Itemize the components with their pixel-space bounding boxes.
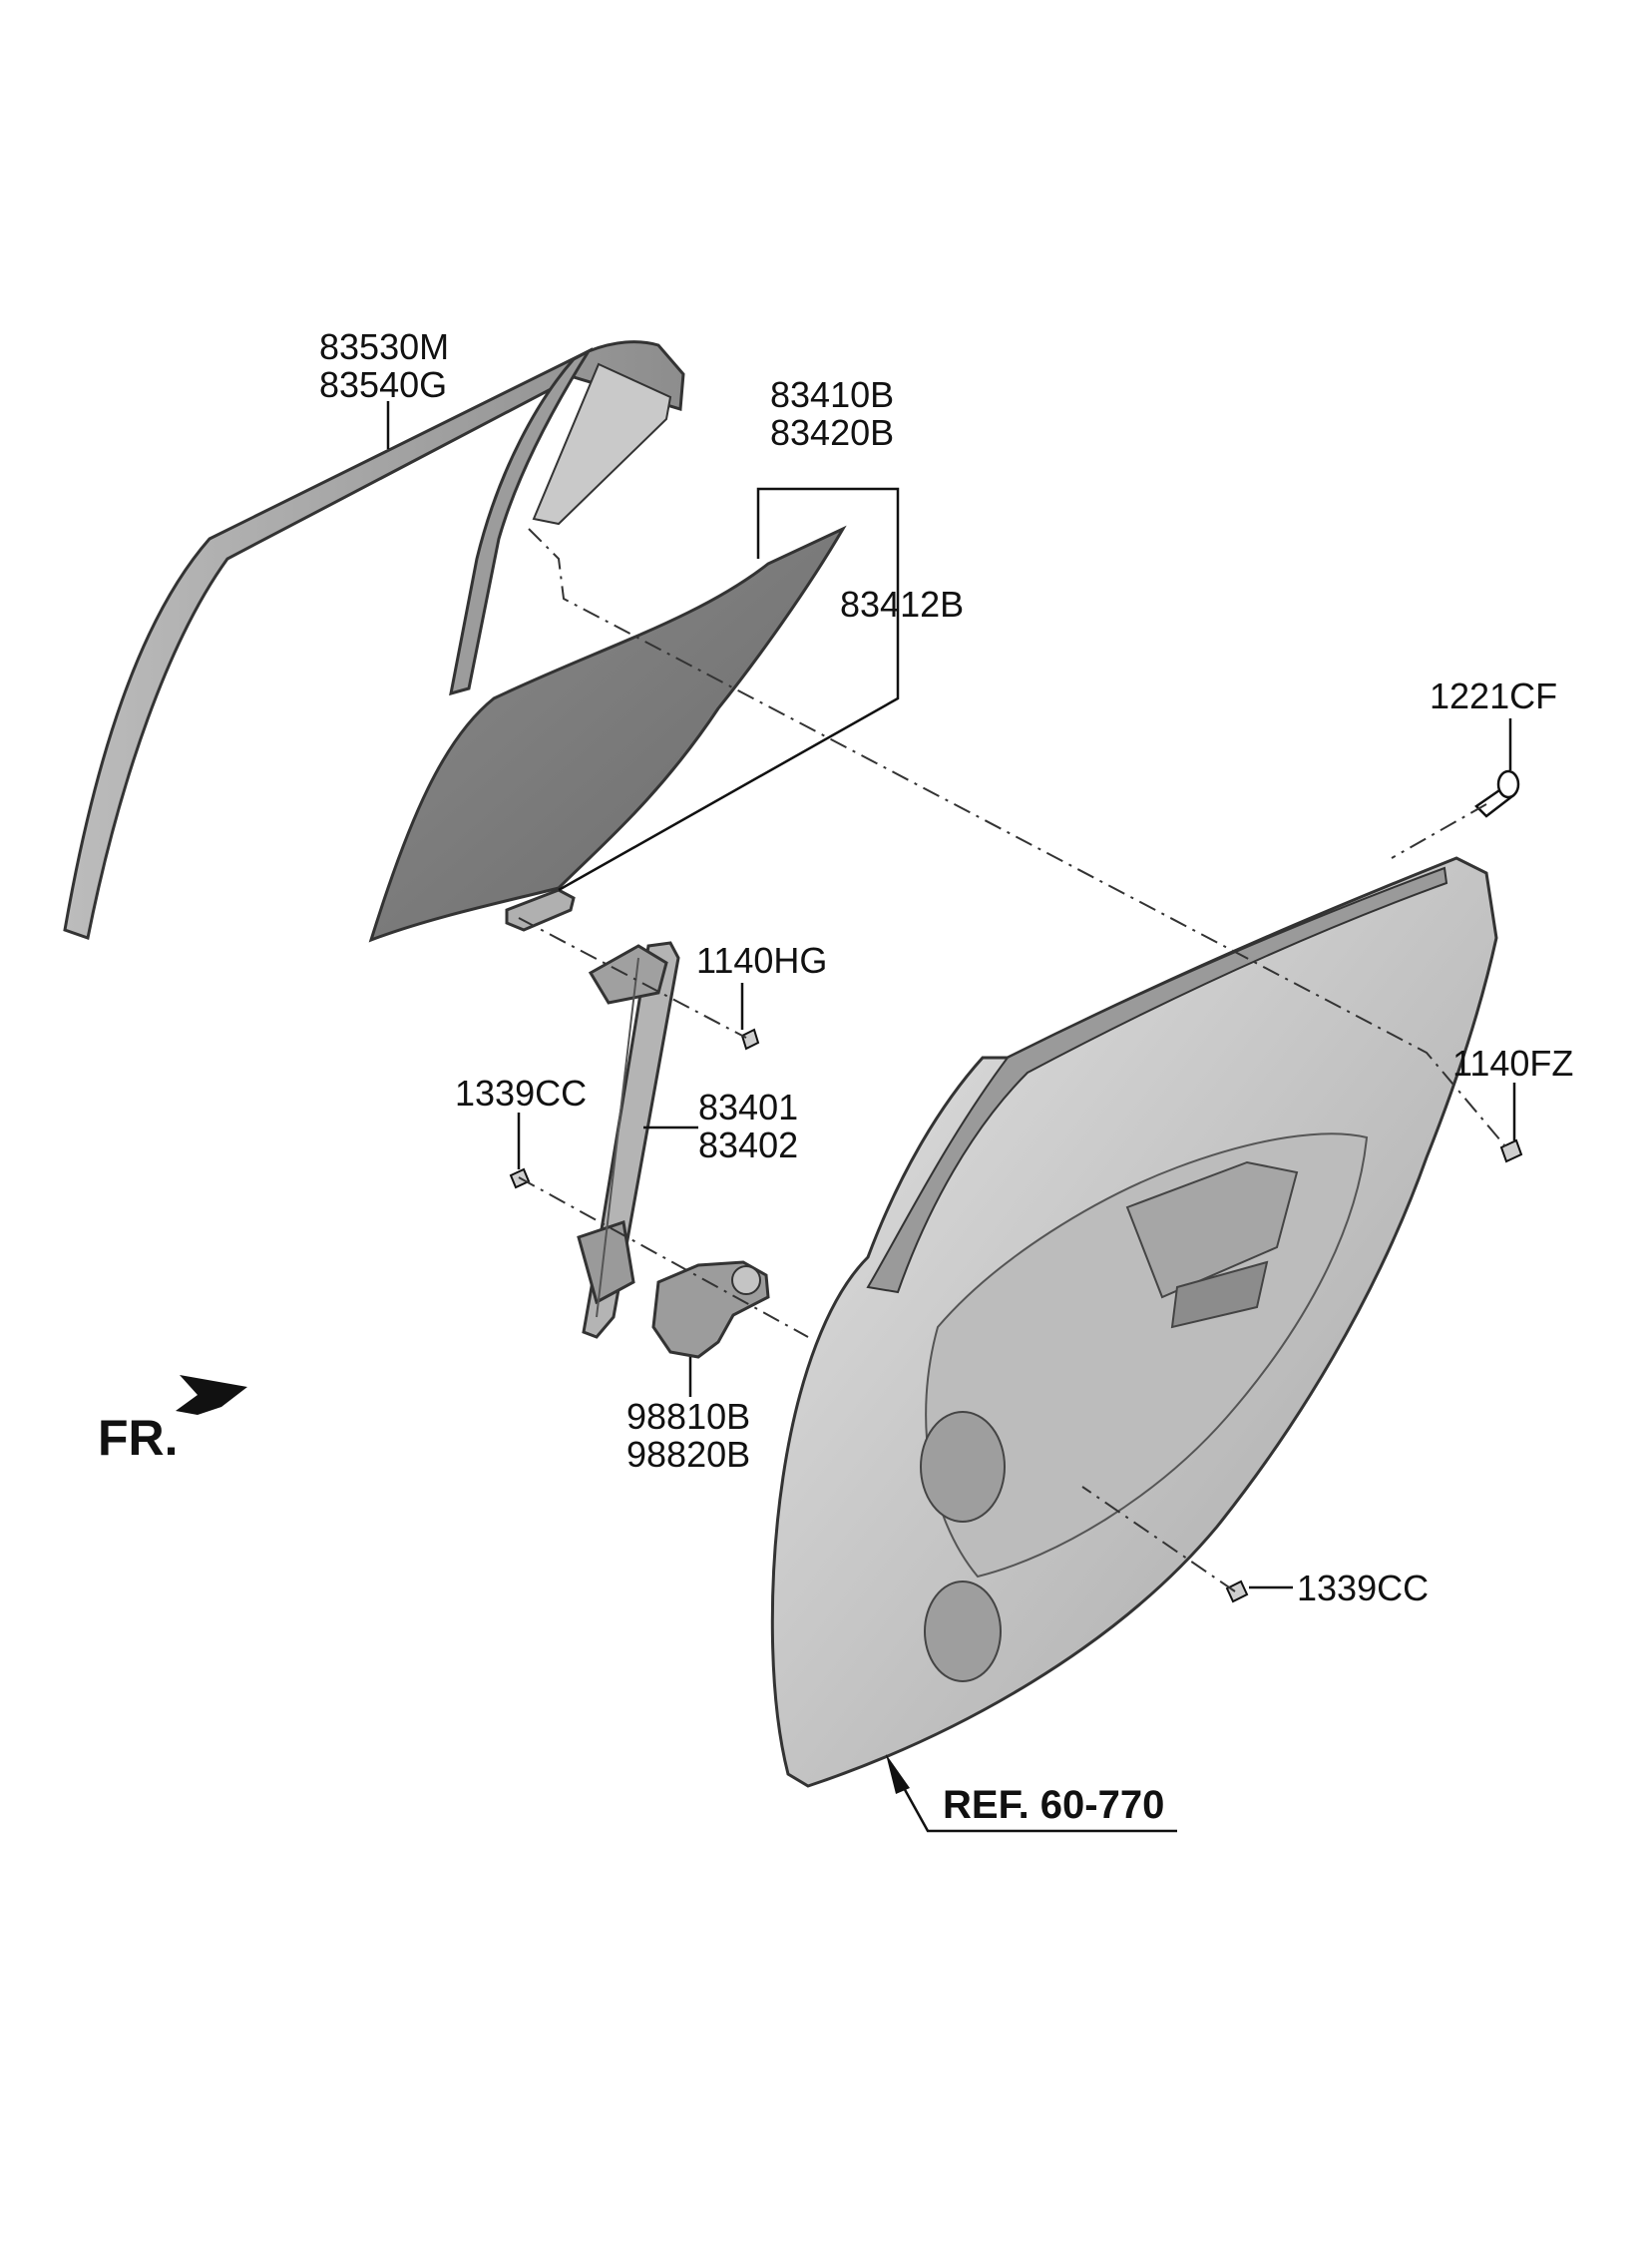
label-1140hg: 1140HG — [696, 940, 827, 981]
door-panel — [770, 856, 1498, 1788]
label-83420b: 83420B — [770, 412, 894, 453]
label-98820b: 98820B — [626, 1434, 750, 1475]
reference-arrow-icon — [886, 1754, 910, 1794]
assembly-lines — [518, 528, 1507, 1592]
bolt-1140hg — [740, 1028, 760, 1051]
glass-run-channel — [63, 340, 685, 940]
label-98810b: 98810B — [626, 1396, 750, 1437]
door-glass — [368, 525, 847, 943]
label-front: FR. — [98, 1410, 179, 1466]
label-83530m: 83530M — [319, 326, 449, 367]
clip-1339cc-right — [1225, 1579, 1249, 1603]
regulator-motor — [651, 1260, 770, 1359]
label-1221cf: 1221CF — [1430, 676, 1557, 716]
label-83412b: 83412B — [840, 584, 964, 625]
label-reference: REF. 60-770 — [943, 1783, 1164, 1827]
label-1140fz: 1140FZ — [1452, 1043, 1573, 1084]
label-83540g: 83540G — [319, 364, 447, 405]
label-83402: 83402 — [698, 1125, 798, 1165]
label-83410b: 83410B — [770, 374, 894, 415]
bolt-1140fz — [1499, 1138, 1523, 1163]
front-arrow-icon — [176, 1375, 247, 1415]
label-1339cc-right: 1339CC — [1297, 1568, 1429, 1608]
label-1339cc-left: 1339CC — [455, 1073, 587, 1114]
screw-1221cf — [1474, 769, 1520, 818]
label-83401: 83401 — [698, 1087, 798, 1128]
window-regulator — [577, 941, 680, 1339]
leader-lines — [386, 401, 1516, 1833]
